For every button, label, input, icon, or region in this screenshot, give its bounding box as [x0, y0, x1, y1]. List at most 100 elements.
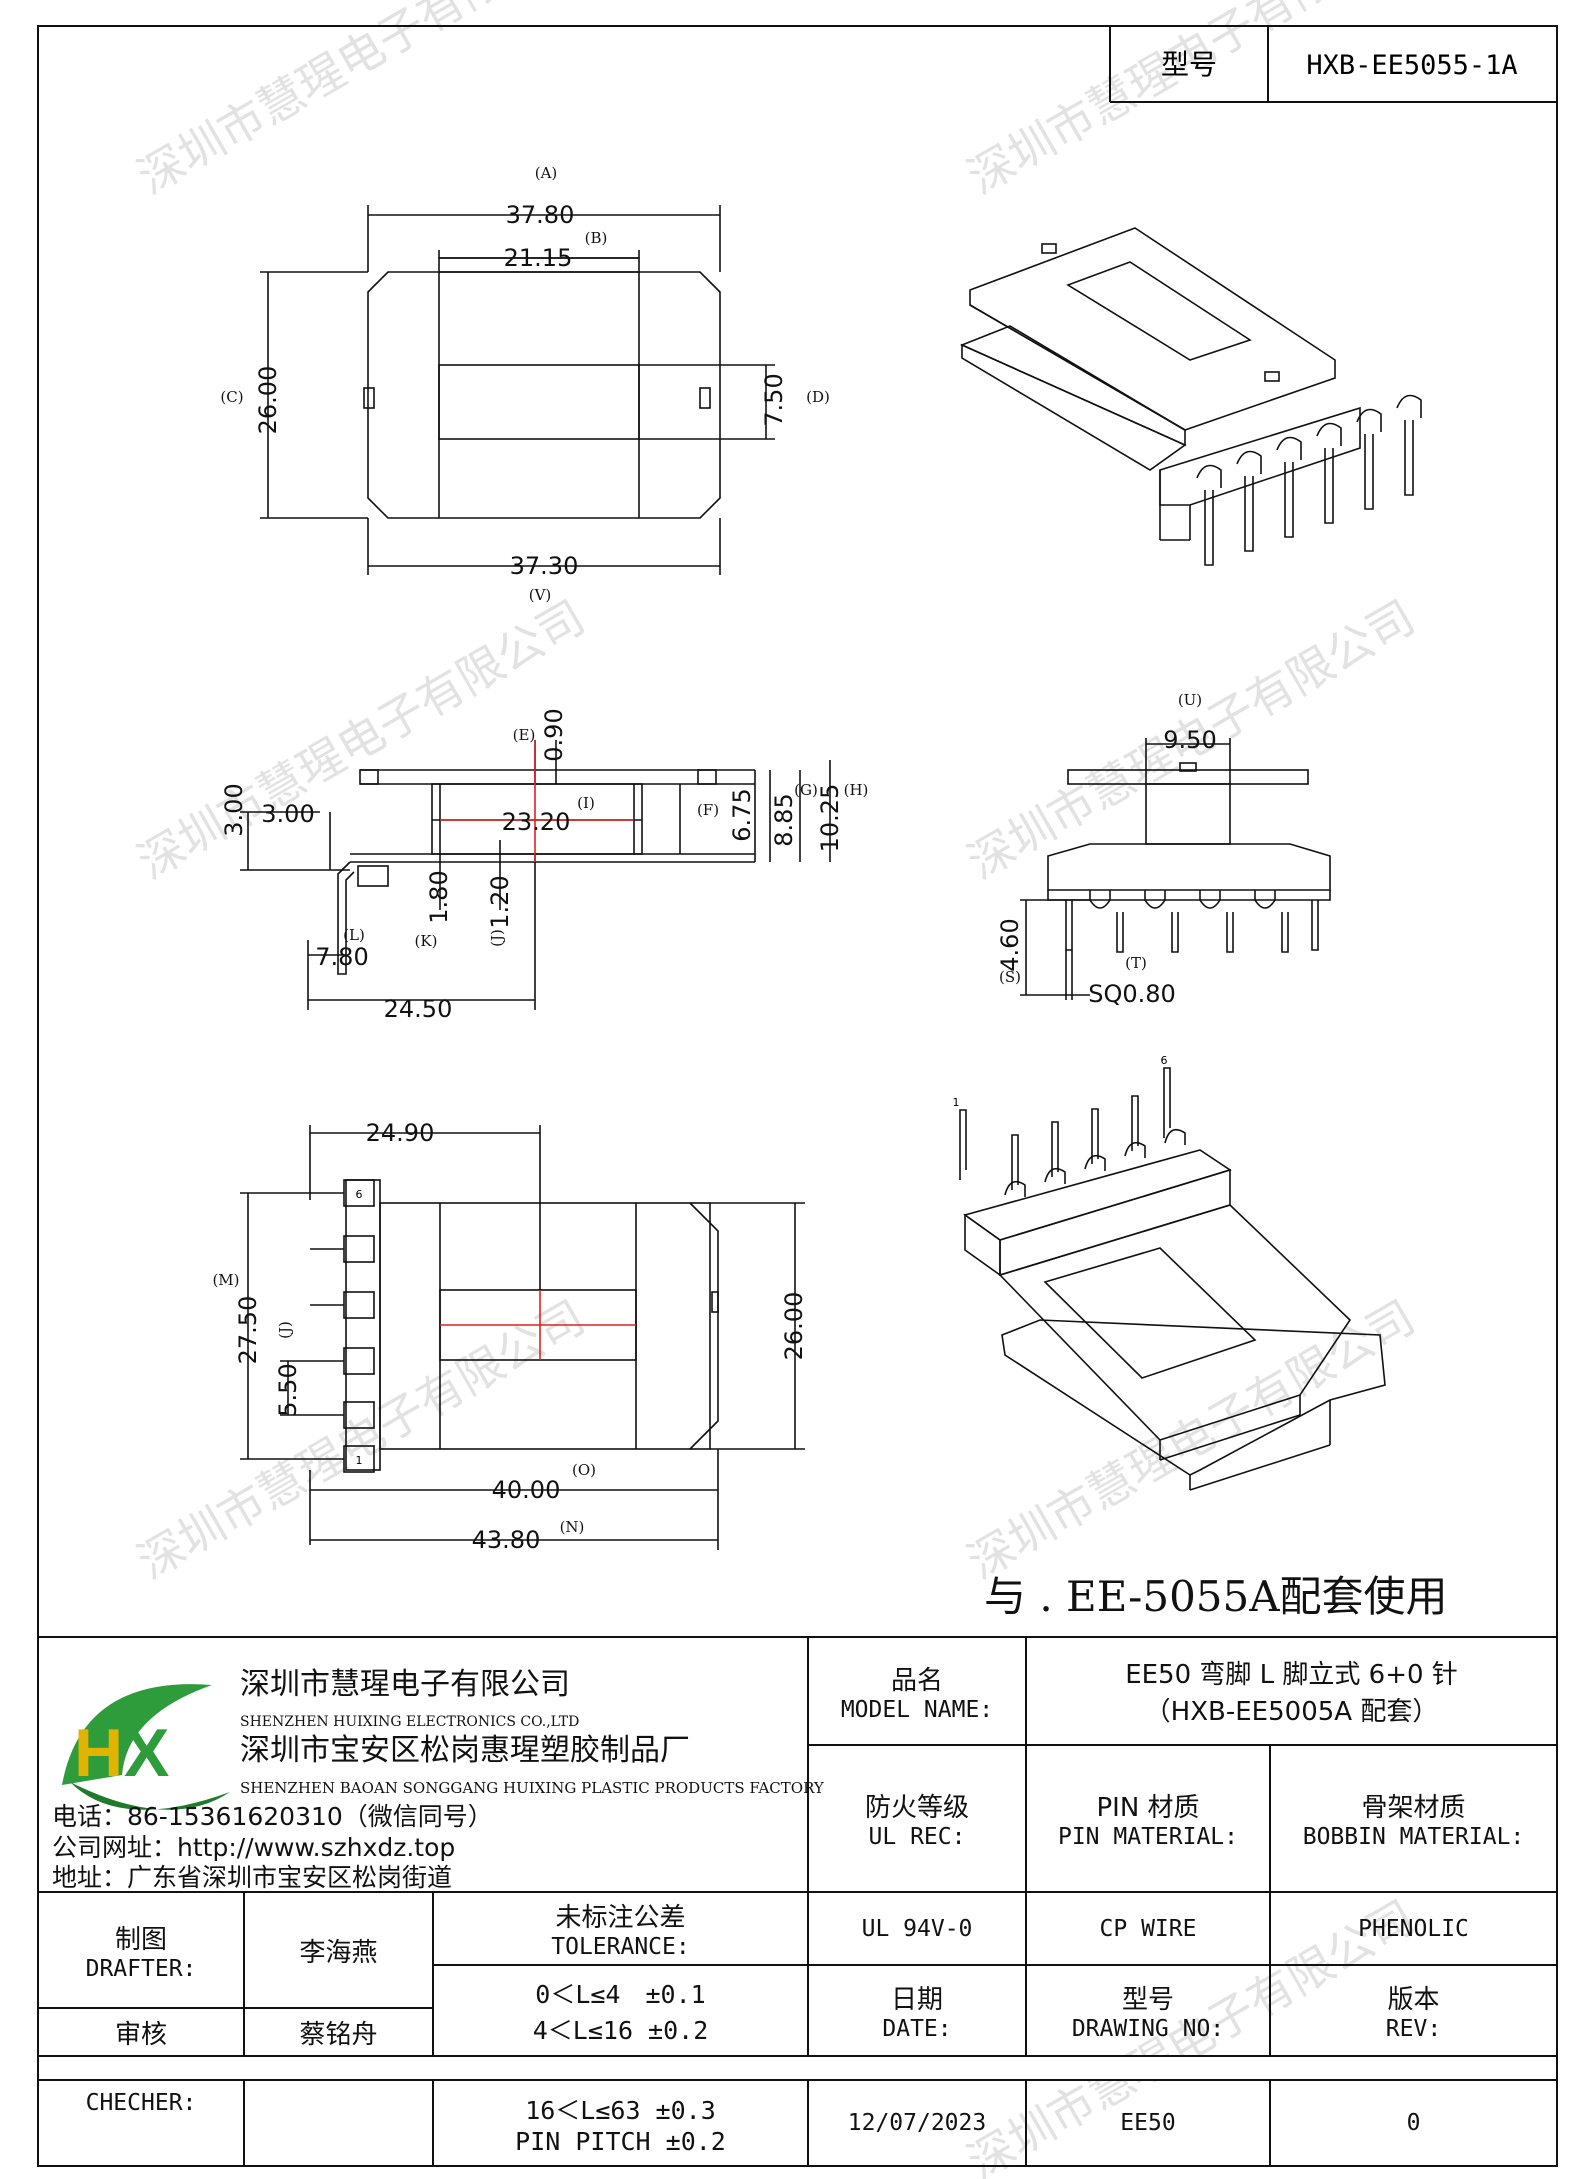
tag-s: (S) [999, 968, 1021, 986]
watermark-1: 深圳市慧瑆电子有限公司 [129, 0, 594, 205]
company-website: 公司网址：http://www.szhxdz.top [52, 1833, 456, 1862]
dim-bottom-top: 24.90 [366, 1119, 435, 1147]
tag-j-bottom: (J) [276, 1321, 294, 1339]
pin-value: CP WIRE [1099, 1915, 1197, 1942]
dim-e: 0.90 [540, 708, 568, 761]
ul-rec-en: UL REC: [868, 1824, 966, 1850]
dim-bottom-right: 26.00 [780, 1292, 808, 1361]
tag-g: (G) [794, 781, 818, 799]
pin-label-6: 6 [356, 1188, 363, 1201]
tolerance-values-1: 0＜L≤4 ±0.1 4＜L≤16 ±0.2 [433, 1965, 808, 2056]
pin-value-cell: CP WIRE [1026, 1892, 1270, 1965]
dim-b: 21.15 [504, 244, 573, 272]
side-view [240, 740, 831, 1010]
tag-j-side: (J) [488, 929, 506, 947]
dim-i: 23.20 [502, 808, 571, 836]
review-header: 审核 [38, 2008, 244, 2056]
dim-k: 1.80 [425, 870, 453, 923]
dim-c: 26.00 [254, 366, 282, 435]
date-en: DATE: [882, 2016, 952, 2042]
drafter-name-cell: 李海燕 [244, 1892, 433, 2008]
model-name-en: MODEL NAME: [840, 1696, 994, 1723]
end-view [1020, 738, 1331, 1000]
tag-n: (N) [560, 1518, 585, 1536]
model-name-cn: 品名 [890, 1665, 943, 1696]
bottom-view [240, 1125, 805, 1550]
date-value: 12/07/2023 [847, 2110, 987, 2136]
dim-a: 37.80 [506, 201, 575, 229]
company-phone: 电话：86-15361620310（微信同号） [52, 1802, 493, 1831]
dim-g: 8.85 [770, 793, 798, 846]
pairing-note: 与 . EE-5055A配套使用 [984, 1572, 1448, 1621]
checker-en: CHECHER: [85, 2090, 197, 2116]
tolerance-line-2: 4＜L≤16 ±0.2 [532, 2015, 709, 2045]
tag-l: (L) [343, 926, 365, 944]
bobbin-value-cell: PHENOLIC [1270, 1892, 1557, 1965]
drawing-no-header: 型号 DRAWING NO: [1026, 1965, 1270, 2056]
tag-c: (C) [220, 388, 243, 406]
model-name-value-line2: （HXB-EE5005A 配套） [1144, 1697, 1439, 1727]
model-name-header: 品名 MODEL NAME: [808, 1637, 1026, 1745]
date-cn: 日期 [890, 1985, 943, 2015]
pin-material-cn: PIN 材质 [1096, 1793, 1200, 1823]
iso-pin-label-1: 1 [953, 1096, 960, 1109]
dim-f: 6.75 [728, 788, 756, 841]
rev-header: 版本 REV: [1270, 1965, 1557, 2056]
bobbin-material-cn: 骨架材质 [1361, 1793, 1466, 1823]
tag-a: (A) [535, 164, 558, 182]
header-box [1109, 26, 1557, 103]
logo-swoosh-bottom [70, 1782, 230, 1810]
dim-t: SQ0.80 [1088, 980, 1176, 1008]
bobbin-material-en: BOBBIN MATERIAL: [1302, 1824, 1525, 1850]
dim-d: 7.50 [760, 373, 788, 426]
tag-u: (U) [1178, 691, 1202, 709]
logo-swoosh-top [62, 1684, 212, 1785]
drawing-no-value: EE50 [1120, 2110, 1176, 2136]
model-name-value: EE50 弯脚 L 脚立式 6+0 针 （HXB-EE5005A 配套） [1026, 1637, 1557, 1745]
rev-en: REV: [1385, 2016, 1442, 2042]
ul-value-cell: UL 94V-0 [808, 1892, 1026, 1965]
review-cn: 审核 [114, 2019, 167, 2050]
company-logo: H X [62, 1684, 230, 1810]
dim-left-vertical: 3.00 [220, 783, 248, 836]
dim-s: 4.60 [996, 918, 1024, 971]
company-address: 地址：广东省深圳市宝安区松岗街道 [52, 1863, 453, 1892]
dim-u: 9.50 [1163, 726, 1216, 754]
bobbin-value: PHENOLIC [1358, 1915, 1469, 1942]
ul-rec-cn: 防火等级 [864, 1793, 969, 1823]
rev-value-cell: 0 [1270, 2080, 1557, 2166]
pin-material-en: PIN MATERIAL: [1057, 1824, 1238, 1850]
rev-value: 0 [1406, 2110, 1421, 2136]
dim-n: 43.80 [472, 1526, 541, 1554]
ul-rec-header: 防火等级 UL REC: [808, 1745, 1026, 1892]
tolerance-values-2: 16＜L≤63 ±0.3 PIN PITCH ±0.2 [433, 2080, 808, 2166]
date-header: 日期 DATE: [808, 1965, 1026, 2056]
tag-f: (F) [697, 801, 719, 819]
review-name: 蔡铭舟 [299, 2019, 378, 2050]
tolerance-line-3: 16＜L≤63 ±0.3 [525, 2095, 716, 2125]
tag-e: (E) [513, 726, 536, 744]
ul-value: UL 94V-0 [861, 1915, 973, 1942]
tag-t: (T) [1125, 954, 1147, 972]
dim-o: 40.00 [492, 1476, 561, 1504]
dim-side-bottom: 24.50 [384, 995, 453, 1023]
pin-material-header: PIN 材质 PIN MATERIAL: [1026, 1745, 1270, 1892]
bobbin-material-header: 骨架材质 BOBBIN MATERIAL: [1270, 1745, 1557, 1892]
logo-letter-h: H [74, 1715, 123, 1791]
drafter-header: 制图 DRAFTER: [38, 1892, 244, 2008]
drafter-name: 李海燕 [299, 1937, 378, 1968]
outer-frame [37, 25, 1558, 2167]
factory-name-en: SHENZHEN BAOAN SONGGANG HUIXING PLASTIC … [240, 1779, 824, 1797]
bottom-iso-view [959, 1067, 1386, 1491]
tag-o: (O) [572, 1461, 596, 1479]
gap-band [39, 2057, 1556, 2079]
tag-b: (B) [585, 229, 608, 247]
header-model-value: HXB-EE5055-1A [1306, 50, 1517, 81]
checker-header: CHECHER: [38, 2080, 244, 2126]
tolerance-en: TOLERANCE: [551, 1934, 690, 1960]
dim-l: 7.80 [315, 943, 368, 971]
date-value-cell: 12/07/2023 [808, 2080, 1026, 2166]
tag-v: (V) [529, 586, 552, 604]
